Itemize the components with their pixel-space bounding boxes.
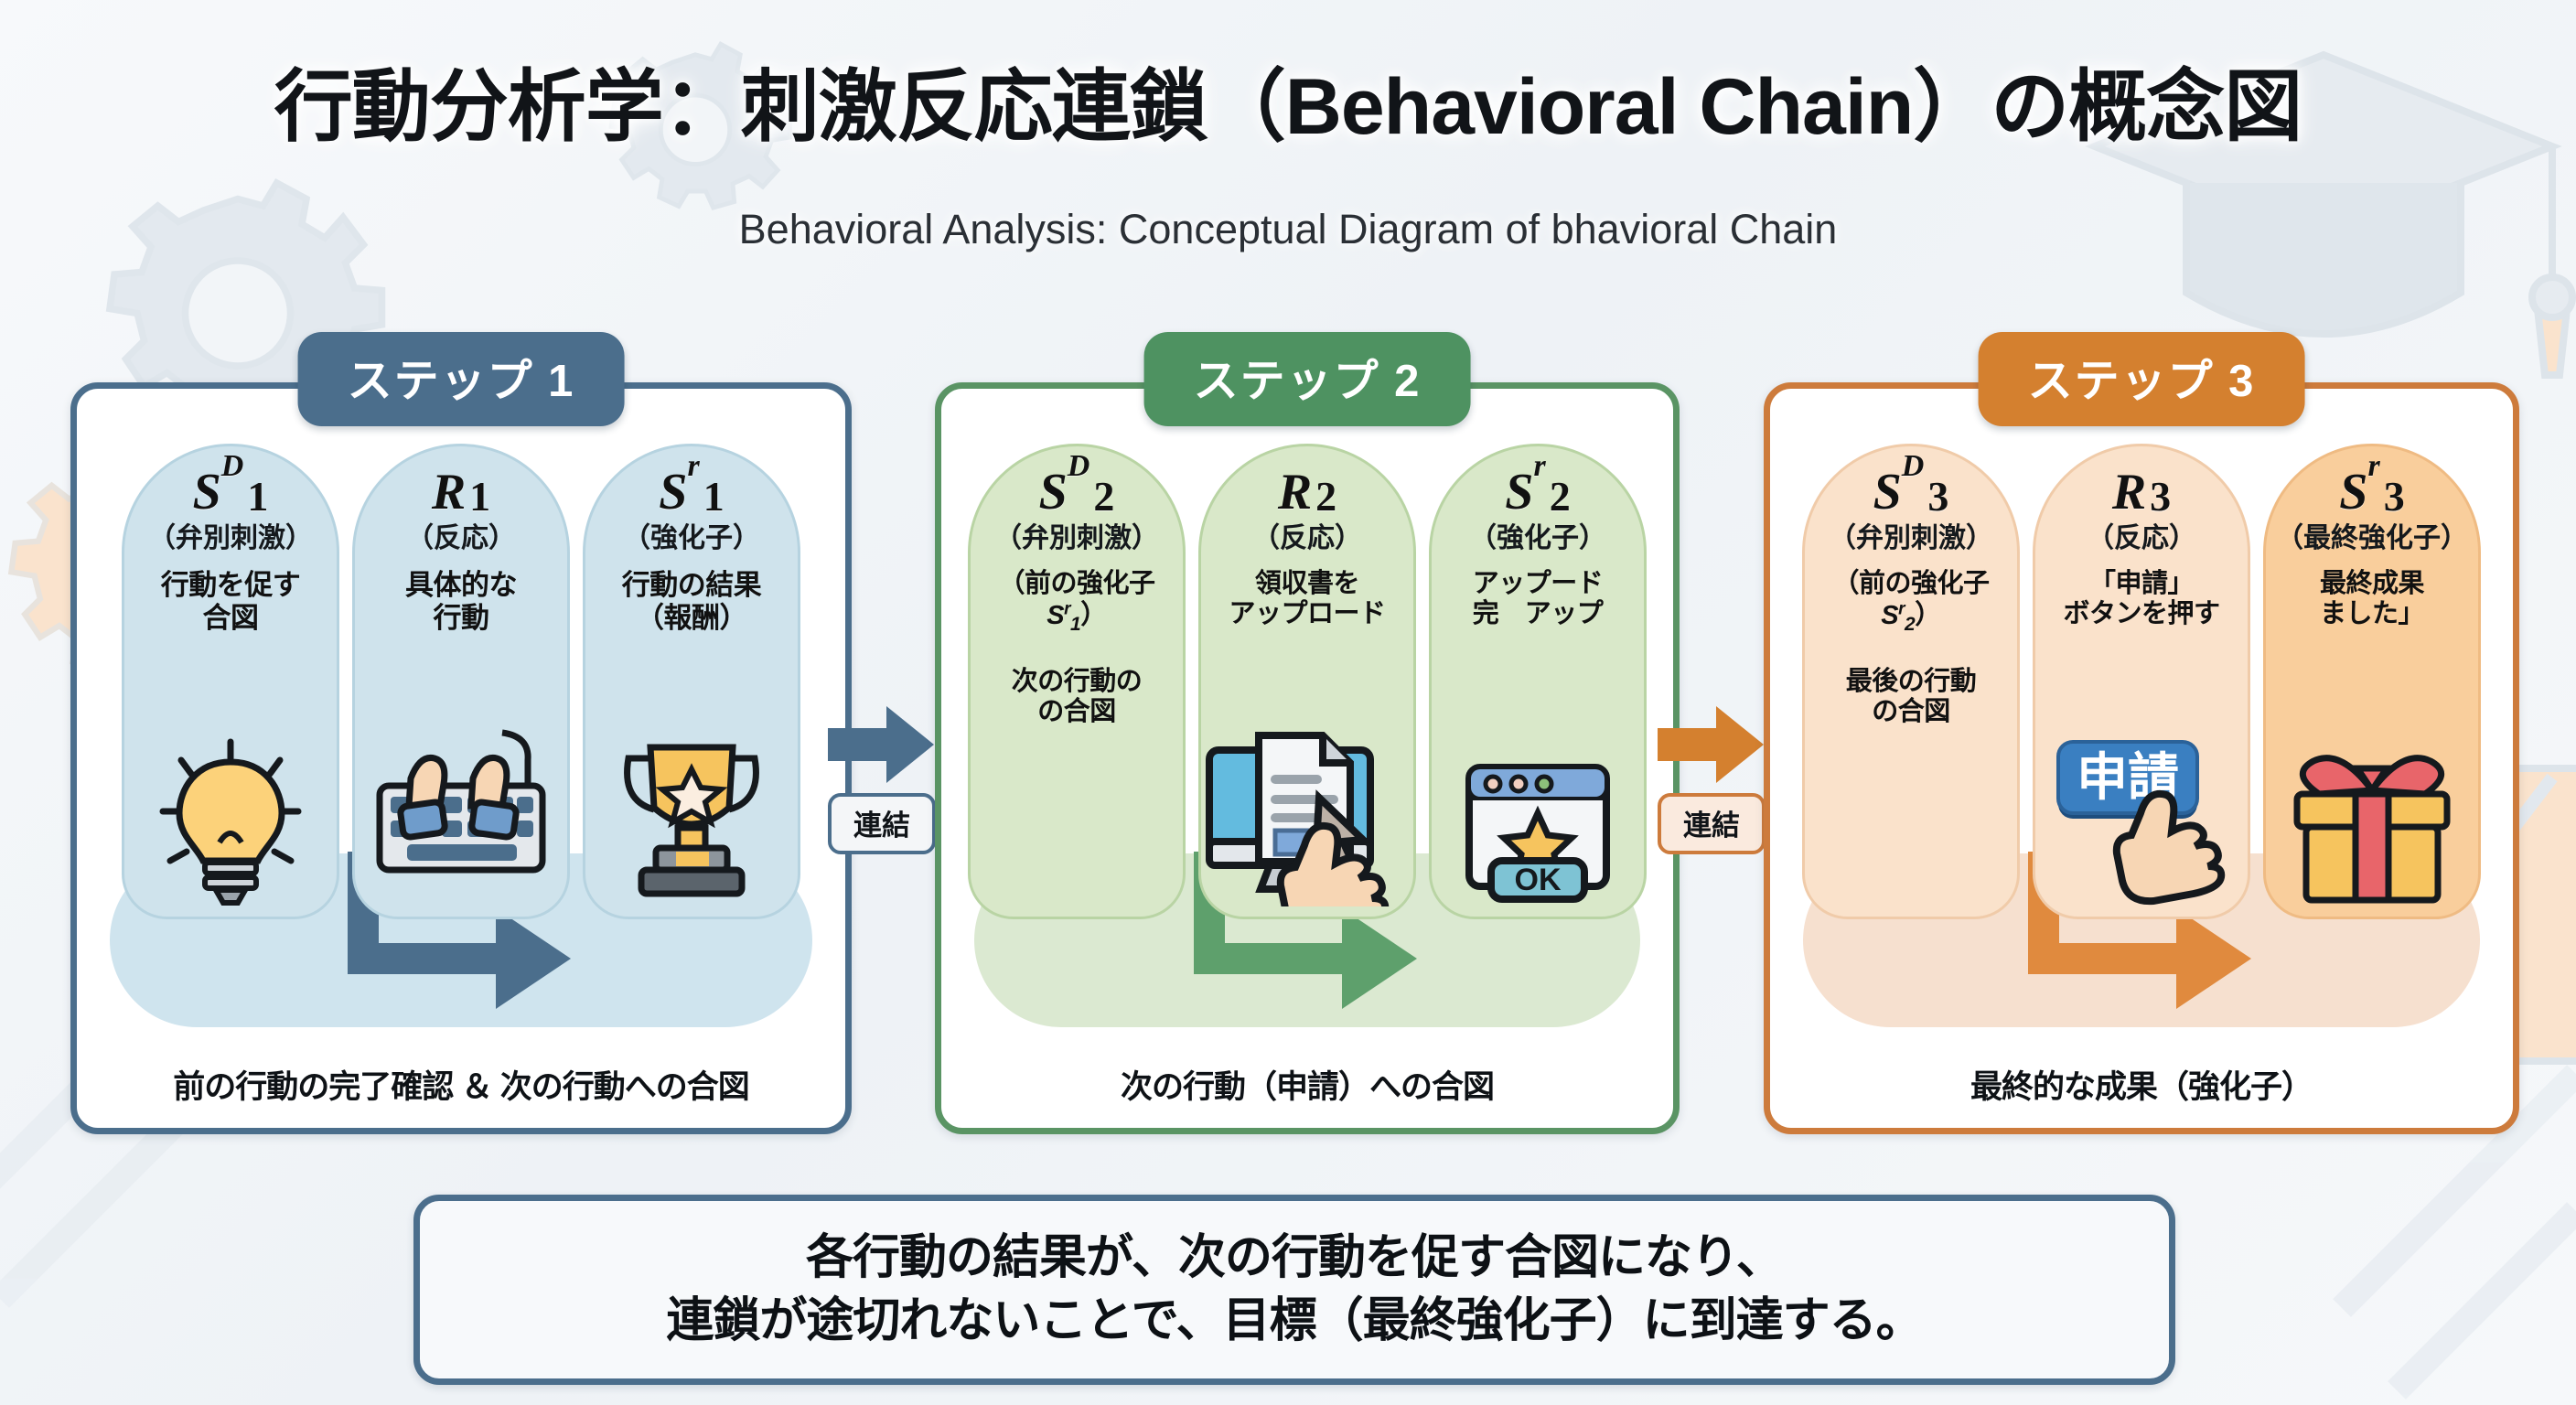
- gift-box-icon: [2281, 737, 2463, 911]
- cell-role-r2: （反応）: [1252, 523, 1362, 553]
- cell-desc-sd1: 行動を促す合図: [160, 568, 301, 634]
- connector-label-1: 連結: [828, 793, 936, 854]
- cell-desc-sr3: 最終成果ました」: [2319, 568, 2425, 629]
- page-title: 行動分析学：刺激反応連鎖（Behavioral Chain）の概念図: [274, 63, 2303, 151]
- connector-2: 連結: [1658, 704, 1766, 854]
- step-badge-2: ステップ 2: [1143, 332, 1471, 426]
- browser-star-ok-icon: OK: [1460, 760, 1615, 911]
- cell-role-sr2: （強化子）: [1469, 523, 1606, 553]
- page-subtitle: Behavioral Analysis: Conceptual Diagram …: [738, 206, 1838, 252]
- arrow-right-icon: [828, 706, 934, 783]
- step-caption-1: 前の行動の完了確認 ＆ 次の行動への合図: [173, 1069, 749, 1105]
- cell-desc-r2: 領収書をアップロード: [1229, 568, 1386, 629]
- summary-line-2: 連鎖が途切れないことで、目標（最終強化子）に到達する。: [666, 1294, 1923, 1347]
- cell-desc-sr1: 行動の結果（報酬）: [621, 568, 762, 634]
- trophy-icon: [605, 733, 778, 911]
- step-caption-2: 次の行動（申請）への合図: [1120, 1069, 1495, 1105]
- step-caption-3: 最終的な成果（強化子）: [1970, 1069, 2313, 1105]
- cell-role-r1: （反応）: [406, 523, 516, 553]
- apply-button-hand-icon: 申請: [2045, 733, 2238, 911]
- cell-role-r3: （反応）: [2087, 523, 2196, 553]
- cell-role-sr1: （強化子）: [623, 523, 760, 553]
- lightbulb-icon: [148, 733, 313, 911]
- cell-desc-r3: 「申請」ボタンを押す: [2063, 568, 2220, 629]
- connector-label-2: 連結: [1658, 793, 1766, 854]
- step-badge-1: ステップ 1: [297, 332, 625, 426]
- cell-desc-sr2: アップード完 アップ: [1472, 568, 1604, 629]
- keyboard-typing-icon: [365, 724, 557, 911]
- summary-box: 各行動の結果が、次の行動を促す合図になり、 連鎖が途切れないことで、目標（最終強…: [413, 1195, 2175, 1385]
- monitor-upload-hand-icon: [1202, 728, 1412, 938]
- cell-role-sd3: （弁別刺激）: [1829, 523, 1993, 553]
- elbow-arrow-icon-1: [342, 852, 580, 1016]
- elbow-arrow-icon-3: [2023, 852, 2260, 1016]
- cell-role-sd1: （弁別刺激）: [148, 523, 313, 553]
- summary-line-1: 各行動の結果が、次の行動を促す合図になり、: [806, 1231, 1784, 1285]
- elbow-arrow-icon-2: [1188, 852, 1426, 1016]
- svg-text:OK: OK: [1515, 863, 1562, 897]
- connector-1: 連結: [828, 704, 936, 854]
- cell-role-sd2: （弁別刺激）: [994, 523, 1159, 553]
- cell-desc-r1: 具体的な行動: [405, 568, 518, 634]
- step-badge-3: ステップ 3: [1978, 332, 2305, 426]
- arrow-right-icon: [1658, 706, 1764, 783]
- cell-role-sr3: （最終強化子）: [2276, 523, 2468, 553]
